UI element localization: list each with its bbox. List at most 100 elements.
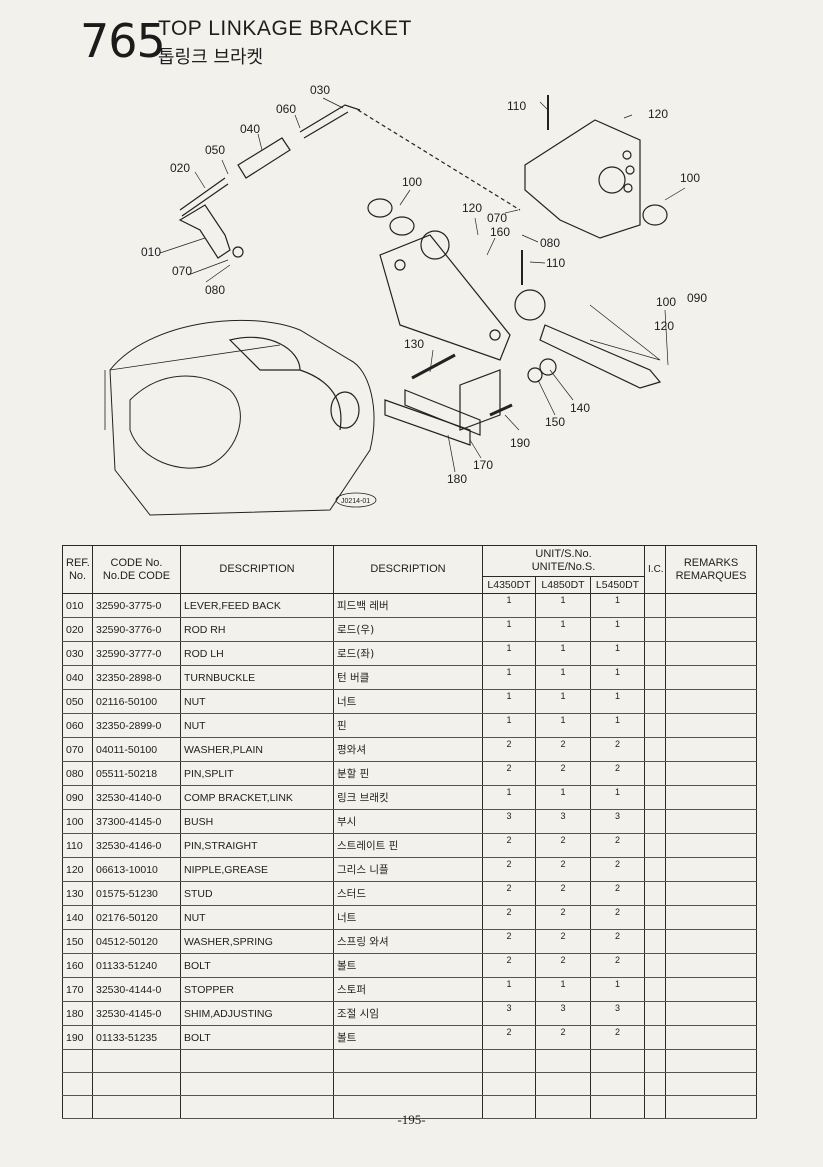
code-cell: 32530-4146-0 <box>92 833 181 858</box>
qty-l4850dt-cell: 2 <box>535 833 591 858</box>
ref-cell: 130 <box>62 881 93 906</box>
qty-l5450dt-cell: 2 <box>589 953 646 978</box>
qty-l4850dt-cell: 2 <box>535 929 591 954</box>
description-cell: SHIM,ADJUSTING <box>180 1001 334 1026</box>
qty-l5450dt-cell: 1 <box>589 977 646 1002</box>
code-cell: 01133-51240 <box>92 953 181 978</box>
ic-cell <box>644 689 667 714</box>
ref-cell: 080 <box>62 761 93 786</box>
header-description-en: DESCRIPTION <box>180 545 334 594</box>
qty-l5450dt-cell: 2 <box>589 881 646 906</box>
ref-cell: 160 <box>62 953 93 978</box>
empty-cell <box>92 1049 181 1073</box>
qty-l5450dt-cell: 3 <box>589 809 646 834</box>
empty-cell <box>333 1095 483 1119</box>
description-kr-cell: 로드(우) <box>333 617 483 642</box>
qty-l5450dt-cell: 2 <box>589 905 646 930</box>
ref-cell: 120 <box>62 857 93 882</box>
code-cell: 04512-50120 <box>92 929 181 954</box>
callout-100a: 100 <box>402 175 422 189</box>
page-title-korean: 톱링크 브라켓 <box>158 47 264 68</box>
ic-cell <box>644 737 667 762</box>
ref-cell: 150 <box>62 929 93 954</box>
header-model-3: L5450DT <box>589 576 646 594</box>
qty-l4350dt-cell: 1 <box>482 593 536 618</box>
qty-l4850dt-cell: 1 <box>535 593 591 618</box>
callout-070: 070 <box>172 264 192 278</box>
callout-140: 140 <box>570 401 590 415</box>
qty-l4350dt-cell: 2 <box>482 1025 536 1050</box>
callout-150: 150 <box>545 415 565 429</box>
ref-cell: 020 <box>62 617 93 642</box>
drawing-stamp: J0214-01 <box>341 498 370 505</box>
empty-cell <box>333 1049 483 1073</box>
callout-010: 010 <box>141 245 161 259</box>
ref-cell: 090 <box>62 785 93 810</box>
qty-l4350dt-cell: 1 <box>482 641 536 666</box>
ic-cell <box>644 785 667 810</box>
diagram-callouts: 010 020 030 040 050 060 070 080 100 070 … <box>141 83 707 486</box>
qty-l4350dt-cell: 2 <box>482 761 536 786</box>
ref-cell: 010 <box>62 593 93 618</box>
code-cell: 05511-50218 <box>92 761 181 786</box>
code-cell: 32530-4140-0 <box>92 785 181 810</box>
remarks-cell <box>665 1001 758 1026</box>
code-cell: 32590-3776-0 <box>92 617 181 642</box>
description-cell: NUT <box>180 689 334 714</box>
code-cell: 01575-51230 <box>92 881 181 906</box>
remarks-cell <box>665 953 758 978</box>
remarks-cell <box>665 689 758 714</box>
ic-cell <box>644 761 667 786</box>
empty-cell <box>180 1095 334 1119</box>
qty-l4850dt-cell: 1 <box>535 641 591 666</box>
callout-030: 030 <box>310 83 330 97</box>
remarks-cell <box>665 593 758 618</box>
qty-l5450dt-cell: 2 <box>589 761 646 786</box>
qty-l4850dt-cell: 1 <box>535 689 591 714</box>
empty-cell <box>482 1072 536 1096</box>
description-kr-cell: 로드(좌) <box>333 641 483 666</box>
remarks-cell <box>665 617 758 642</box>
remarks-cell <box>665 929 758 954</box>
ic-cell <box>644 1001 667 1026</box>
code-cell: 37300-4145-0 <box>92 809 181 834</box>
qty-l4350dt-cell: 3 <box>482 809 536 834</box>
qty-l5450dt-cell: 1 <box>589 689 646 714</box>
ref-cell: 110 <box>62 833 93 858</box>
turnbuckle <box>237 137 291 179</box>
qty-l5450dt-cell: 2 <box>589 833 646 858</box>
description-cell: PIN,STRAIGHT <box>180 833 334 858</box>
top-link-bracket <box>524 119 641 239</box>
ic-cell <box>644 1025 667 1050</box>
ic-cell <box>644 857 667 882</box>
table-row-empty <box>62 1049 758 1073</box>
remarks-cell <box>665 977 758 1002</box>
description-kr-cell: 조절 시임 <box>333 1001 483 1026</box>
description-cell: WASHER,SPRING <box>180 929 334 954</box>
ic-cell <box>644 881 667 906</box>
qty-l4350dt-cell: 2 <box>482 857 536 882</box>
description-cell: NUT <box>180 905 334 930</box>
empty-cell <box>589 1095 646 1119</box>
qty-l4350dt-cell: 1 <box>482 713 536 738</box>
description-kr-cell: 스프링 와셔 <box>333 929 483 954</box>
description-kr-cell: 핀 <box>333 713 483 738</box>
callout-070b: 070 <box>487 211 507 225</box>
description-cell: BOLT <box>180 953 334 978</box>
description-kr-cell: 링크 브래킷 <box>333 785 483 810</box>
ic-cell <box>644 929 667 954</box>
qty-l5450dt-cell: 2 <box>589 857 646 882</box>
remarks-cell <box>665 881 758 906</box>
description-kr-cell: 그리스 니플 <box>333 857 483 882</box>
remarks-cell <box>665 737 758 762</box>
ic-cell <box>644 665 667 690</box>
